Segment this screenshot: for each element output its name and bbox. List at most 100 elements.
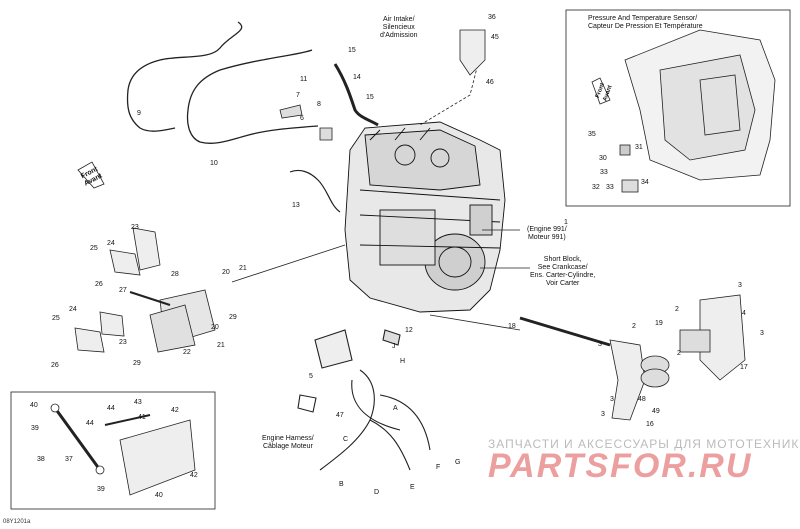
callout-14: 14 [353, 74, 361, 81]
callout-37: 37 [65, 456, 73, 463]
callout-1: 1 [564, 219, 568, 226]
callout-36: 36 [488, 14, 496, 21]
callout-24b: 24 [69, 306, 77, 313]
callout-15b: 15 [366, 94, 374, 101]
callout-11: 11 [300, 76, 308, 83]
leader-36 [419, 55, 481, 126]
callout-48: 48 [638, 396, 646, 403]
callout-23: 23 [131, 224, 139, 231]
airbox-drawing [619, 29, 776, 193]
rear-mount [519, 294, 746, 421]
callout-13: 13 [292, 202, 300, 209]
diagram-reference: 08Y1201a [3, 519, 31, 525]
callout-40: 40 [30, 402, 38, 409]
callout-20: 20 [222, 269, 230, 276]
callout-41: 41 [138, 414, 146, 421]
callout-21: 21 [239, 265, 247, 272]
callout-39b: 39 [97, 486, 105, 493]
callout-38: 38 [37, 456, 45, 463]
callout-49: 49 [652, 408, 660, 415]
callout-42: 42 [171, 407, 179, 414]
callout-28: 28 [171, 271, 179, 278]
front-arrow-main [77, 161, 105, 189]
callout-12: 12 [405, 327, 413, 334]
cable-bracket-8 [319, 127, 333, 141]
throttle-cable-1 [126, 21, 243, 132]
sensor-inset-frame [565, 9, 791, 207]
short-block-label: Short Block, See Crankcase/ Ens. Carter-… [530, 256, 596, 287]
throttle-cable-2 [186, 49, 319, 144]
engine-harness [297, 329, 431, 471]
callout-4: 4 [742, 310, 746, 317]
left-brackets [74, 227, 216, 353]
callout-27: 27 [119, 287, 127, 294]
callout-9: 9 [137, 110, 141, 117]
callout-29b: 29 [133, 360, 141, 367]
callout-7: 7 [296, 92, 300, 99]
intake-hose [333, 63, 379, 127]
callout-2a: 2 [675, 306, 679, 313]
callout-47: 47 [336, 412, 344, 419]
callout-3e: 3 [601, 411, 605, 418]
callout-H: H [400, 358, 406, 365]
callout-22: 22 [183, 349, 191, 356]
callout-33b: 33 [606, 184, 614, 191]
callout-8: 8 [317, 101, 321, 108]
callout-2b: 2 [632, 323, 636, 330]
callout-F: F [436, 464, 441, 471]
callout-44b: 44 [86, 420, 94, 427]
callout-25b: 25 [52, 315, 60, 322]
callout-17: 17 [740, 364, 748, 371]
callout-B: B [339, 481, 344, 488]
callout-46: 46 [486, 79, 494, 86]
callout-40b: 40 [155, 492, 163, 499]
watermark-logo: PARTSFOR.RU [488, 447, 753, 485]
sensor-wire [289, 169, 341, 213]
engine-block [344, 121, 506, 313]
callout-3d: 3 [610, 396, 614, 403]
pressure-sensor-label: Pressure And Temperature Sensor/ Capteur… [588, 15, 703, 30]
callout-3c: 3 [598, 341, 602, 348]
air-intake-label: Air Intake/ Silencieux d'Admission [380, 16, 418, 39]
callout-31: 31 [635, 144, 643, 151]
callout-J: J [392, 343, 396, 350]
callout-26b: 26 [51, 362, 59, 369]
bracket-inset-frame [10, 391, 216, 510]
callout-32: 32 [592, 184, 600, 191]
callout-34: 34 [641, 179, 649, 186]
callout-29: 29 [229, 314, 237, 321]
callout-25: 25 [90, 245, 98, 252]
callout-33: 33 [600, 169, 608, 176]
front-arrow-inset [591, 77, 611, 105]
cable-connector-6 [279, 104, 303, 119]
engine-label: (Engine 991/ Moteur 991) [527, 226, 567, 241]
callout-3a: 3 [738, 282, 742, 289]
callout-24: 24 [107, 240, 115, 247]
callout-30: 30 [599, 155, 607, 162]
watermark-caption: ЗАПЧАСТИ И АКСЕССУАРЫ ДЛЯ МОТОТЕХНИКИ [488, 437, 800, 451]
callout-D: D [374, 489, 380, 496]
callout-16: 16 [646, 421, 654, 428]
callout-C: C [343, 436, 349, 443]
callout-6: 6 [300, 115, 304, 122]
leader-18 [429, 314, 521, 331]
callout-15: 15 [348, 47, 356, 54]
callout-5: 5 [309, 373, 313, 380]
callout-E: E [410, 484, 415, 491]
bracket-inset-drawing [50, 403, 196, 496]
callout-19: 19 [655, 320, 663, 327]
callout-A: A [393, 405, 398, 412]
callout-G: G [455, 459, 461, 466]
callout-44: 44 [107, 405, 115, 412]
callout-39: 39 [31, 425, 39, 432]
callout-45: 45 [491, 34, 499, 41]
part-36-bracket [459, 29, 486, 76]
engine-harness-label: Engine Harness/ Câblage Moteur [262, 435, 314, 450]
callout-2c: 2 [677, 350, 681, 357]
callout-10: 10 [210, 160, 218, 167]
callout-43: 43 [134, 399, 142, 406]
callout-35: 35 [588, 131, 596, 138]
callout-18: 18 [508, 323, 516, 330]
